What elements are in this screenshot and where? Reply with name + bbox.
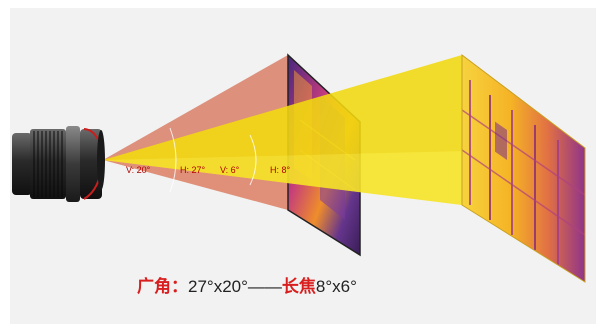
wide-horizontal-angle-label: H: 27° [180, 165, 206, 175]
fov-caption: 广角：27°x20°——长焦8°x6° [137, 272, 357, 297]
wide-angle-label: 广角： [137, 277, 188, 296]
wide-vertical-angle-label: V: 20° [126, 165, 151, 175]
wide-angle-value: 27°x20° [188, 277, 248, 296]
angle-arcs [169, 127, 257, 193]
tele-vertical-angle-label: V: 6° [220, 165, 240, 175]
tele-value: 8°x6° [315, 277, 357, 296]
tele-horizontal-angle-label: H: 8° [270, 165, 291, 175]
tele-label: 长焦 [281, 277, 316, 296]
caption-dash: —— [247, 277, 282, 296]
camera-lens-icon [12, 126, 105, 202]
thermal-image-tele-icon [461, 53, 586, 283]
